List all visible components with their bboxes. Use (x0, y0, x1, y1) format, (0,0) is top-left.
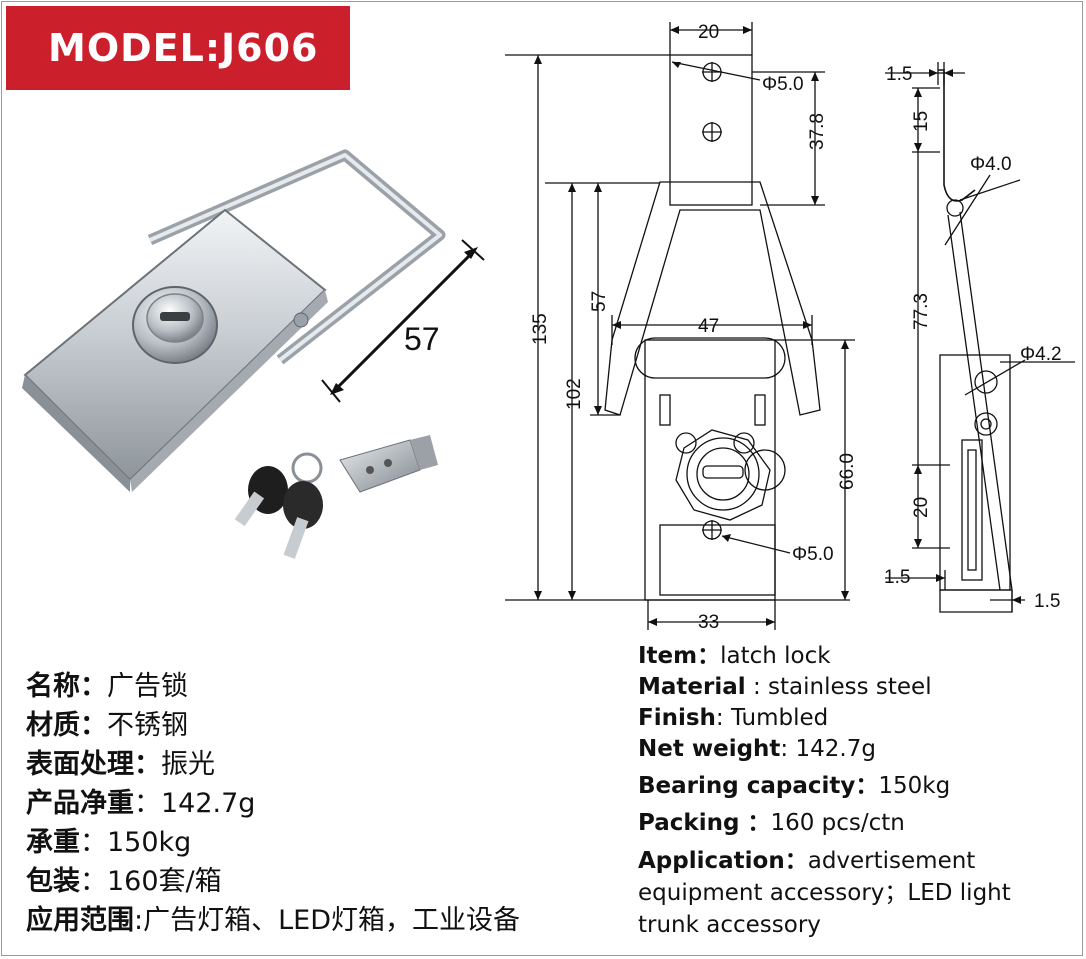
spec-cn-row: 产品净重：142.7g (26, 788, 256, 819)
spec-en-row: Bearing capacity：150kg (638, 773, 951, 799)
dim-side-1-5-left: 1.5 (884, 567, 910, 588)
dim-37-8: 37.8 (807, 113, 828, 150)
spec-en-row: Finish: Tumbled (638, 705, 829, 731)
front-body (644, 339, 776, 601)
spec-en-row: Item：latch lock (638, 643, 831, 669)
dim-side-1-5-top: 1.5 (886, 64, 912, 85)
dim-bottom-width: 33 (698, 612, 719, 633)
dim-57: 57 (589, 291, 610, 312)
dim-total-height: 135 (530, 313, 551, 345)
dim-side-4-0: Φ4.0 (970, 154, 1012, 175)
dim-side-77-3: 77.3 (911, 293, 932, 330)
technical-drawing: 20 Φ5.0 37.8 135 57 102 47 66.0 Φ5.0 33 … (505, 22, 1075, 633)
dim-hole-top: Φ5.0 (762, 74, 804, 95)
dim-47: 47 (698, 316, 719, 337)
spec-en-row: Net weight: 142.7g (638, 736, 876, 762)
spec-en-row: Material : stainless steel (638, 674, 932, 700)
front-lock-hex (675, 429, 771, 521)
photo-dim-label: 57 (404, 321, 440, 357)
side-body (939, 354, 1011, 591)
dim-side-15: 15 (911, 111, 932, 132)
model-badge: MODEL:J606 (6, 6, 350, 90)
product-photo: 57 (22, 149, 485, 559)
spec-list-en: Item：latch lock Material : stainless ste… (638, 641, 1078, 941)
spec-list-cn: 名称：广告锁 材质：不锈钢 表面处理：振光 产品净重：142.7g 承重：150… (26, 667, 626, 940)
side-hook (938, 69, 976, 202)
dim-side-20: 20 (911, 497, 932, 518)
dim-102: 102 (564, 378, 585, 410)
spec-cn-row: 应用范围:广告灯箱、LED灯箱，工业设备 (26, 905, 521, 936)
keys-icon (234, 452, 323, 559)
striker-plate (339, 435, 438, 493)
spec-en-row: Packing ：160 pcs/ctn (638, 810, 905, 836)
dim-top-width: 20 (698, 22, 719, 43)
dim-side-4-2: Φ4.2 (1020, 344, 1062, 365)
spec-cn-row: 材质：不锈钢 (26, 710, 188, 741)
front-bail (604, 181, 821, 416)
spec-cn-row: 表面处理：振光 (26, 749, 215, 780)
front-top-tab (669, 54, 753, 206)
spec-cn-row: 名称：广告锁 (26, 671, 188, 702)
dim-arrow-57 (333, 250, 475, 392)
dim-hole-bottom: Φ5.0 (792, 544, 834, 565)
spec-cn-row: 包装：160套/箱 (26, 866, 222, 897)
spec-en-row: Application：advertisement equipment acce… (638, 848, 1011, 938)
spec-cn-row: 承重：150kg (26, 827, 192, 858)
dim-side-1-5-right: 1.5 (1034, 591, 1060, 612)
dim-66: 66.0 (837, 453, 858, 490)
